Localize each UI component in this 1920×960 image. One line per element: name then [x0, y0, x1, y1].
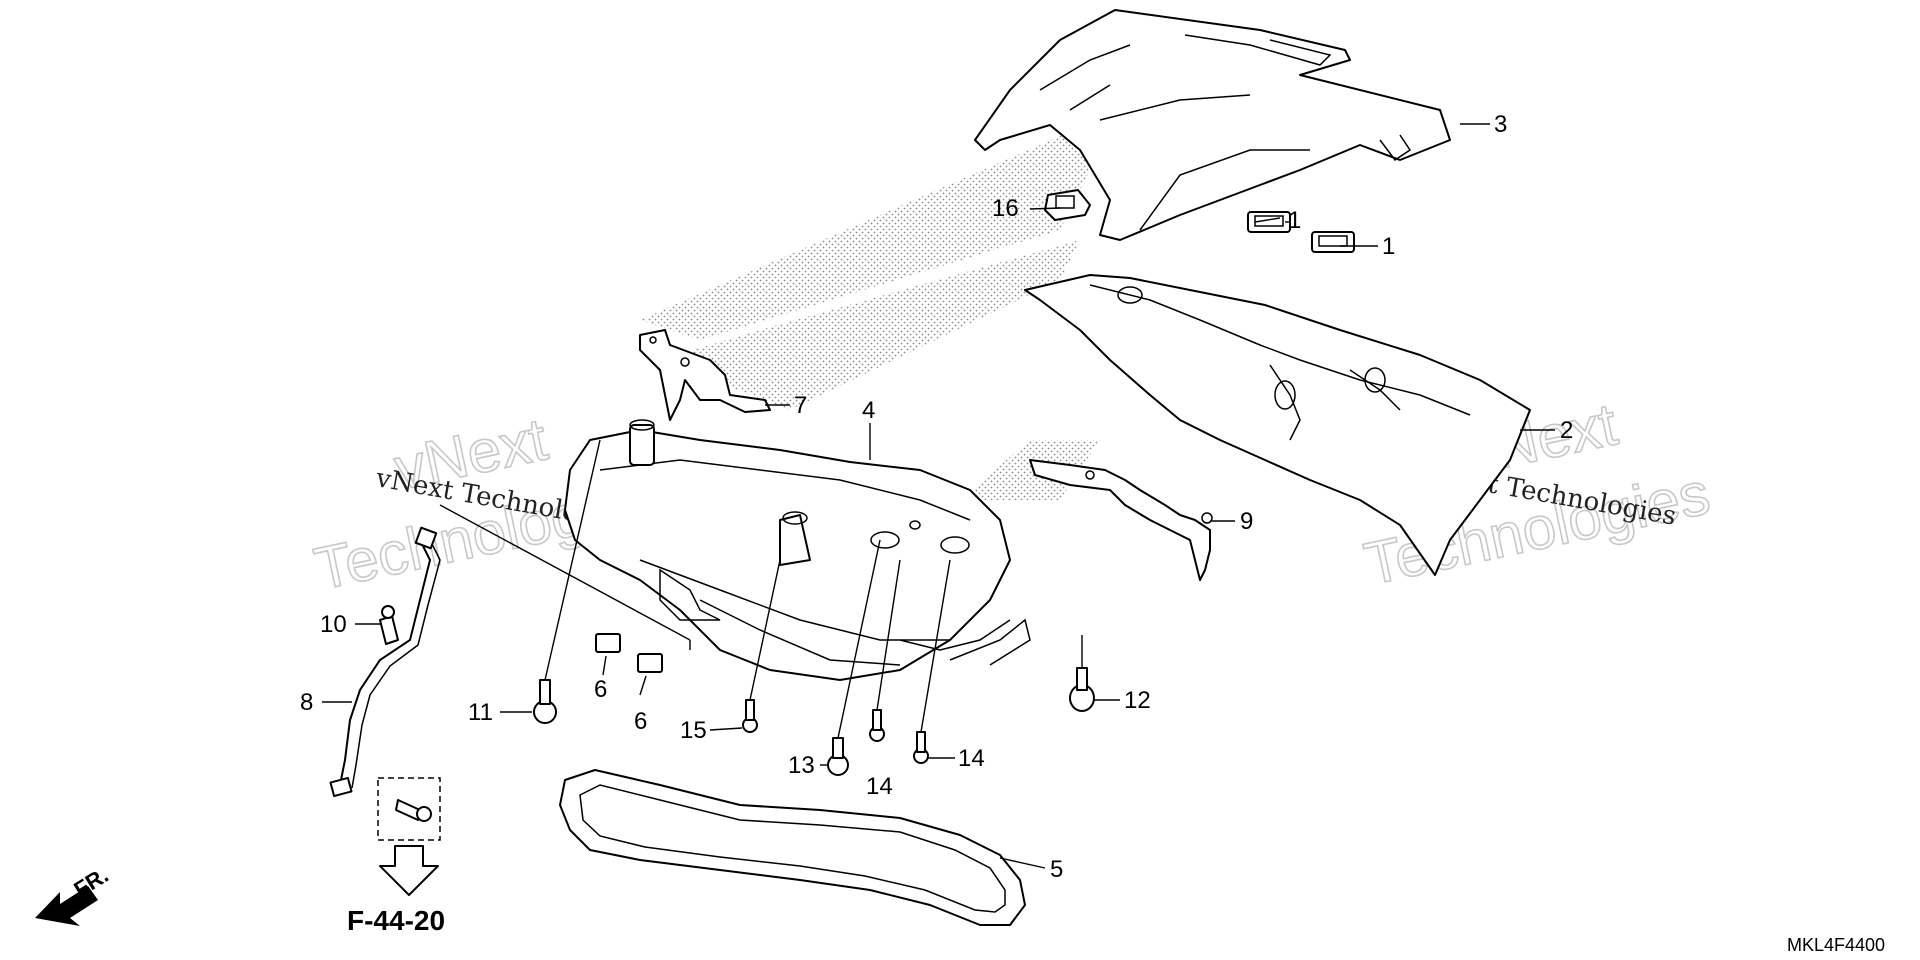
wire-part-8 — [329, 526, 441, 798]
clip-part-16 — [1044, 189, 1091, 221]
screw-part-15 — [742, 699, 758, 733]
callout-2: 2 — [1560, 417, 1573, 444]
callout-7: 7 — [794, 392, 807, 419]
cushion-part-6a — [595, 633, 621, 653]
callout-15: 15 — [680, 717, 707, 744]
callout-14a: 14 — [866, 773, 893, 800]
callout-9: 9 — [1240, 508, 1253, 535]
callout-12: 12 — [1124, 687, 1151, 714]
callout-16: 16 — [992, 195, 1019, 222]
bracket-part-9 — [1029, 459, 1213, 581]
screw-part-12 — [1069, 667, 1095, 712]
callout-14b: 14 — [958, 745, 985, 772]
reference-page-label: F-44-20 — [347, 905, 445, 936]
inner-cover-part-2 — [1024, 274, 1531, 576]
callout-10: 10 — [320, 611, 347, 638]
diagram-code: MKL4F4400 — [1787, 935, 1885, 955]
callout-3: 3 — [1494, 111, 1507, 138]
screw-part-14a — [869, 709, 885, 742]
screw-part-10 — [379, 605, 399, 645]
front-arrow-icon — [35, 886, 98, 926]
callout-4: 4 — [862, 397, 875, 424]
bolt-part-13 — [827, 737, 849, 776]
bolt-part-11 — [533, 679, 557, 724]
leader-lines — [322, 123, 1555, 869]
clip-part-1b — [1311, 231, 1355, 253]
callout-1b: 1 — [1382, 233, 1395, 260]
reference-arrow-icon — [379, 845, 439, 896]
callout-6b: 6 — [634, 708, 647, 735]
gasket-part-5 — [559, 769, 1026, 926]
callout-11: 11 — [468, 699, 493, 726]
reference-screw-box — [377, 777, 441, 841]
bracket-part-7 — [639, 329, 771, 421]
cushion-part-6b — [637, 653, 663, 673]
callout-8: 8 — [300, 689, 313, 716]
meter-assembly-part-4 — [564, 419, 1031, 681]
screw-part-14b — [913, 731, 929, 764]
callout-5: 5 — [1050, 856, 1063, 883]
callout-6a: 6 — [594, 676, 607, 703]
clip-part-1a — [1247, 211, 1291, 233]
callout-1a: 1 — [1288, 207, 1301, 234]
callouts: 3 16 1 1 7 4 2 9 10 8 11 6 6 15 13 14 14… — [300, 111, 1573, 883]
callout-13: 13 — [788, 752, 815, 779]
projection-shading — [640, 110, 1120, 500]
upper-cover-part-3 — [974, 9, 1451, 241]
